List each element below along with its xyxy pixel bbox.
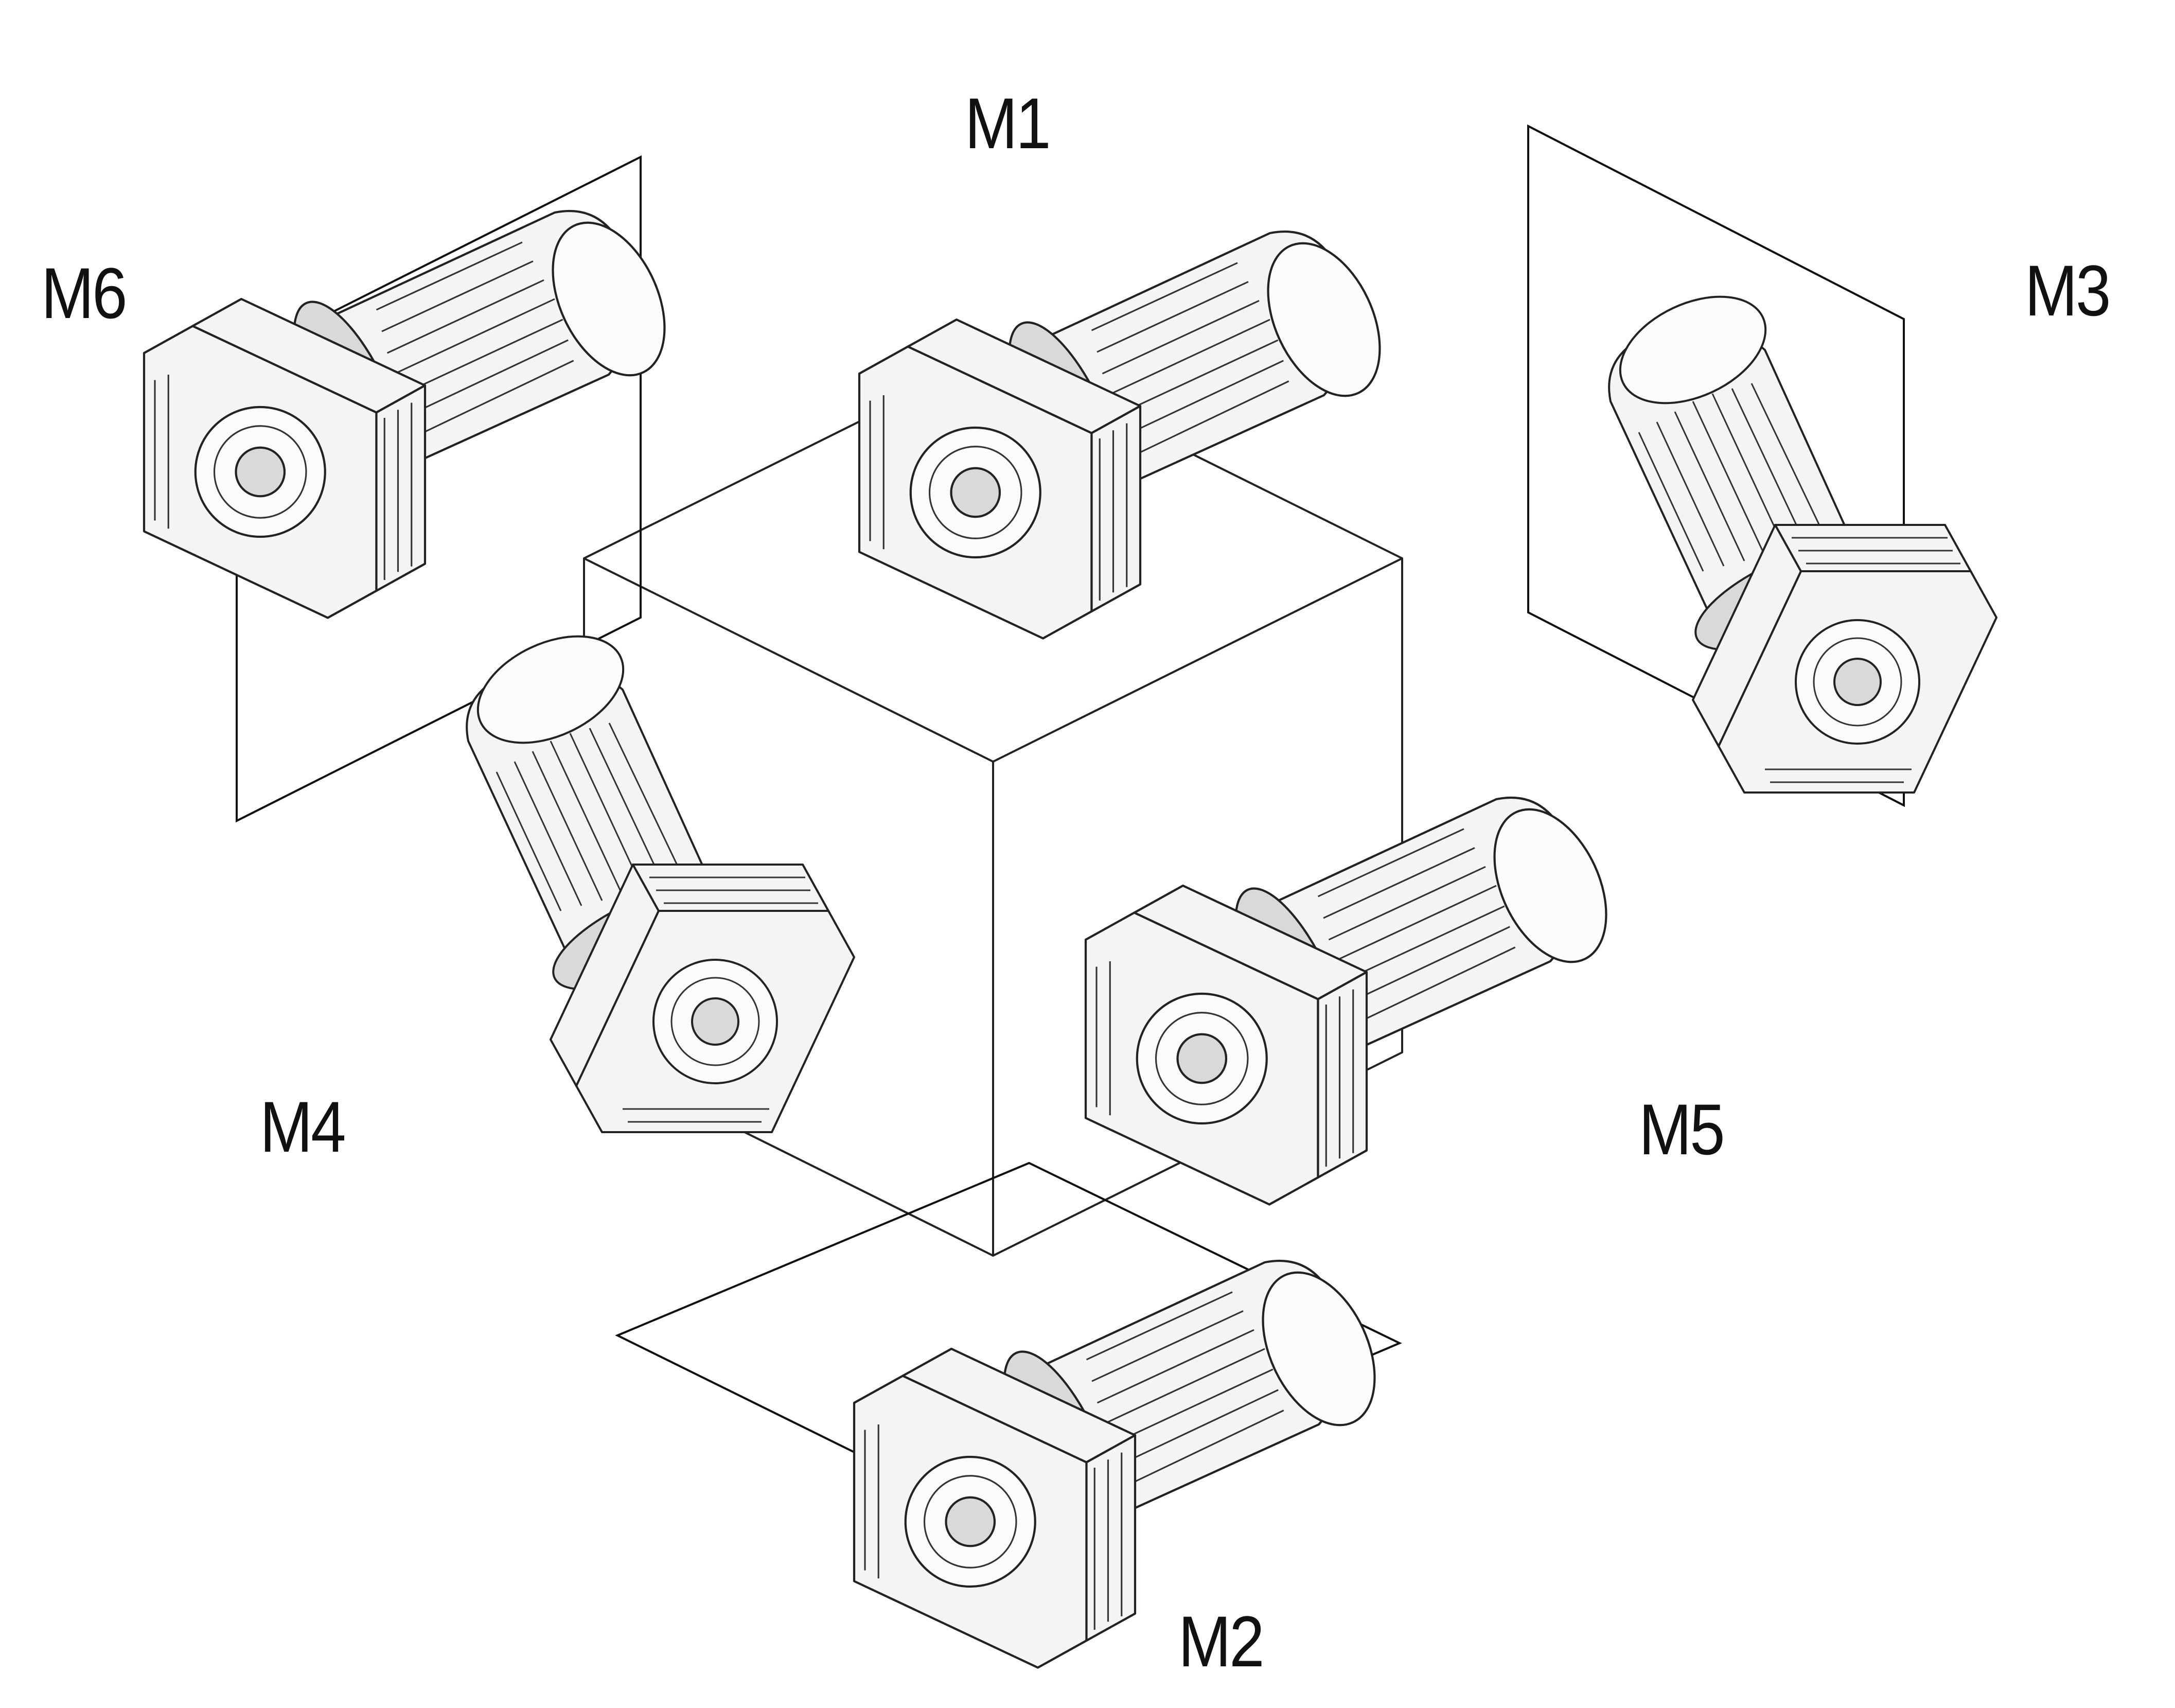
gearmotor-m5 [1086, 791, 1629, 1204]
gearmotor-m1 [859, 225, 1402, 638]
label-m4: M4 [260, 1086, 346, 1167]
label-m6: M6 [41, 253, 128, 333]
label-m1: M1 [965, 83, 1051, 164]
plane-m3 [1527, 124, 1905, 807]
plane-m6 [236, 155, 642, 823]
label-m3: M3 [2025, 250, 2111, 331]
label-m2: M2 [1178, 1601, 1265, 1682]
gearmotor-m4 [460, 614, 855, 1133]
label-m5: M5 [1639, 1089, 1725, 1170]
